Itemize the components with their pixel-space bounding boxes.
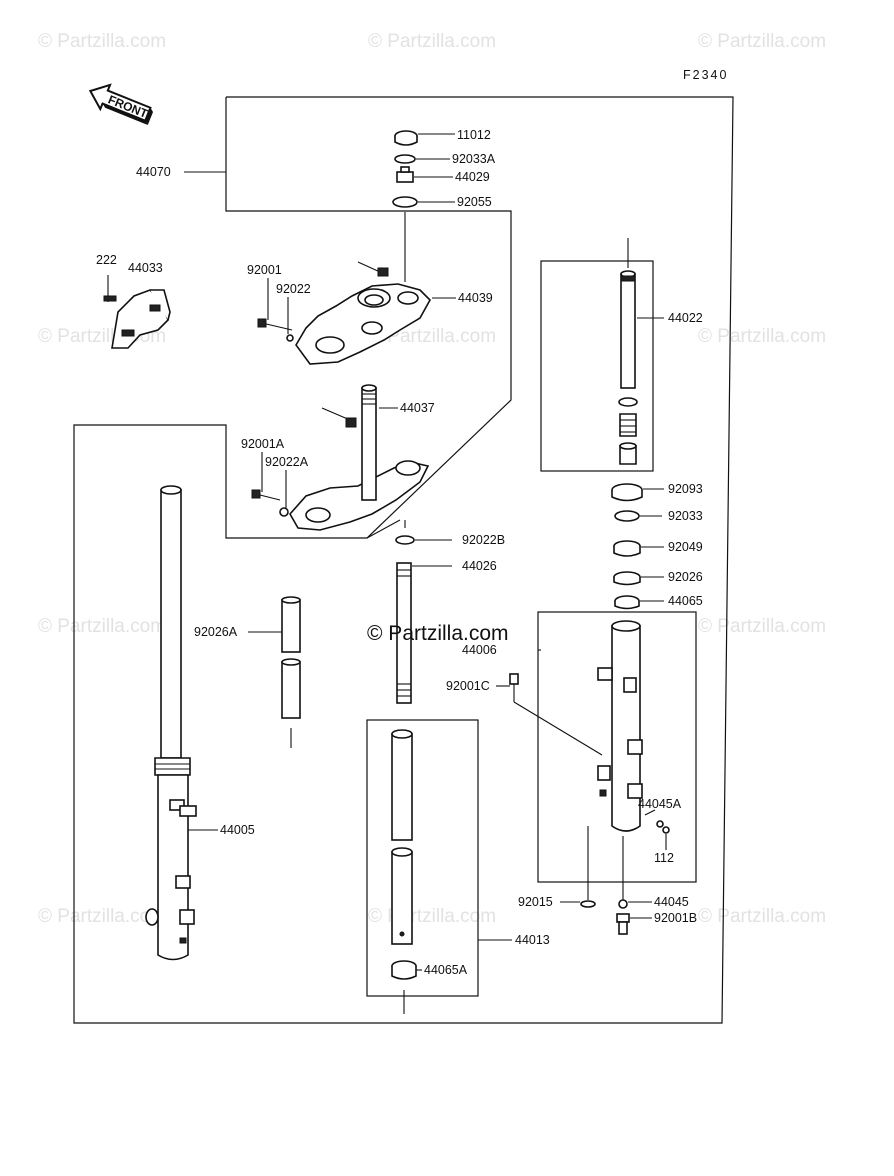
label-44022: 44022 xyxy=(668,311,703,325)
label-44037: 44037 xyxy=(400,401,435,415)
label-92049: 92049 xyxy=(668,540,703,554)
label-92022A: 92022A xyxy=(265,455,309,469)
watermark: © Partzilla.com xyxy=(38,616,166,637)
upper-bracket-44039 xyxy=(257,261,431,365)
washer-92026 xyxy=(613,571,641,586)
watermark: © Partzilla.com xyxy=(368,326,496,347)
label-92026A: 92026A xyxy=(194,625,238,639)
label-44065: 44065 xyxy=(668,594,703,608)
inner-tube-box xyxy=(366,719,479,997)
oil-seal-92049 xyxy=(613,540,641,557)
label-92015: 92015 xyxy=(518,895,553,909)
watermark: © Partzilla.com xyxy=(698,31,826,52)
label-92033A: 92033A xyxy=(452,152,496,166)
circlip-92033 xyxy=(614,510,640,522)
washer-92022B xyxy=(395,535,415,545)
watermark-group: © Partzilla.com © Partzilla.com © Partzi… xyxy=(38,31,826,927)
nut-44029 xyxy=(396,166,414,183)
assembly-boundary-outer xyxy=(73,96,734,1024)
label-44005: 44005 xyxy=(220,823,255,837)
fork-tube-left-44005 xyxy=(145,485,197,961)
watermark: © Partzilla.com xyxy=(38,31,166,52)
label-92022: 92022 xyxy=(276,282,311,296)
label-112: 112 xyxy=(654,851,674,865)
watermark: © Partzilla.com xyxy=(698,326,826,347)
handlebar-holder-44033 xyxy=(103,275,171,349)
label-44070: 44070 xyxy=(136,165,171,179)
label-44065A: 44065A xyxy=(424,963,468,977)
label-92055: 92055 xyxy=(457,195,492,209)
bolt-92001C xyxy=(509,673,603,756)
label-44006: 44006 xyxy=(462,643,497,657)
bolt-92001B xyxy=(616,913,630,935)
cap-11012 xyxy=(394,130,418,146)
bushing-44065 xyxy=(614,595,640,610)
outer-tube-44006 xyxy=(597,620,670,834)
o-ring-92055 xyxy=(392,196,418,208)
bushing-44065A xyxy=(391,960,417,1014)
fork-spring-44022 xyxy=(618,238,638,465)
label-44029: 44029 xyxy=(455,170,490,184)
dust-seal-92093 xyxy=(611,483,643,502)
front-arrow-icon: FRONT xyxy=(88,83,154,126)
watermark: © Partzilla.com xyxy=(368,31,496,52)
washer-44045 xyxy=(618,899,628,909)
label-44033: 44033 xyxy=(128,261,163,275)
label-92033: 92033 xyxy=(668,509,703,523)
label-92026: 92026 xyxy=(668,570,703,584)
label-92001C: 92001C xyxy=(446,679,490,693)
damper-rod-44026 xyxy=(396,562,412,704)
o-ring-92033A xyxy=(394,154,416,164)
center-watermark: © Partzilla.com xyxy=(367,622,509,645)
outer-tube-box xyxy=(537,611,697,883)
diagram-code: F2340 xyxy=(683,68,728,82)
fork-spring-box xyxy=(540,260,654,472)
label-44013: 44013 xyxy=(515,933,550,947)
part-number-labels: 11012 92033A 44029 92055 44070 222 44033… xyxy=(96,128,703,977)
label-44045: 44045 xyxy=(654,895,689,909)
watermark: © Partzilla.com xyxy=(698,906,826,927)
label-92001: 92001 xyxy=(247,263,282,277)
inner-tube-44013 xyxy=(391,729,413,945)
steering-stem-44037 xyxy=(251,384,430,531)
watermark: © Partzilla.com xyxy=(368,906,496,927)
label-92093: 92093 xyxy=(668,482,703,496)
label-44045A: 44045A xyxy=(638,797,682,811)
watermark: © Partzilla.com xyxy=(698,616,826,637)
label-92022B: 92022B xyxy=(462,533,505,547)
spacer-92026A xyxy=(281,596,301,748)
label-44026: 44026 xyxy=(462,559,497,573)
gasket-92015 xyxy=(580,900,596,908)
label-92001A: 92001A xyxy=(241,437,285,451)
watermark: © Partzilla.com xyxy=(38,906,166,927)
label-222: 222 xyxy=(96,253,117,267)
label-44039: 44039 xyxy=(458,291,493,305)
label-92001B: 92001B xyxy=(654,911,697,925)
label-11012: 11012 xyxy=(457,128,491,142)
